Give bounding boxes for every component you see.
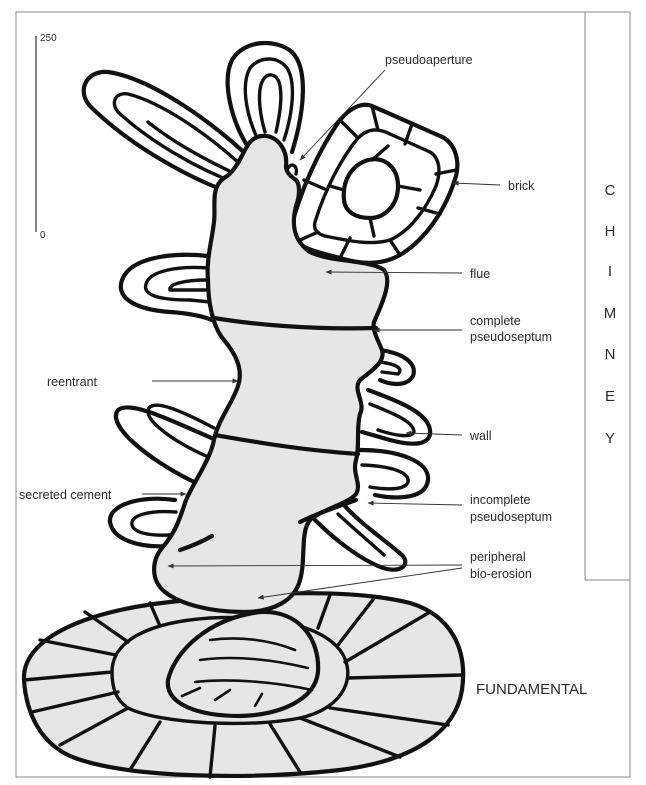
- label-pseudoaperture: pseudoaperture: [385, 53, 473, 67]
- chimney-label: C H I M N E Y: [604, 182, 617, 447]
- chimney-letter: I: [608, 263, 612, 280]
- arrow-incomplete-pseudoseptum: [368, 503, 462, 505]
- label-complete-line2: pseudoseptum: [470, 330, 552, 344]
- scale-bottom-label: 0: [40, 230, 46, 241]
- flue-tube: [154, 136, 387, 612]
- chimney-letter: C: [605, 182, 616, 199]
- label-peripheral-line1: peripheral: [470, 550, 526, 564]
- label-complete-line1: complete: [470, 314, 521, 328]
- chimney-letter: N: [605, 346, 616, 363]
- label-secreted-cement: secreted cement: [19, 488, 112, 502]
- label-peripheral-line2: bio-erosion: [470, 567, 532, 581]
- label-incomplete-line2: pseudoseptum: [470, 510, 552, 524]
- label-wall: wall: [469, 429, 492, 443]
- label-flue: flue: [470, 267, 490, 281]
- brick-block: [290, 105, 457, 263]
- scale-bar: 250 0: [36, 33, 57, 241]
- arrow-pseudoaperture: [300, 70, 385, 160]
- label-incomplete-line1: incomplete: [470, 493, 530, 507]
- label-reentrant: reentrant: [47, 375, 98, 389]
- chimney-letter: E: [605, 388, 615, 405]
- fundamental-base: [24, 593, 463, 777]
- label-fundamental: FUNDAMENTAL: [476, 681, 587, 698]
- chimney-letter: H: [605, 223, 616, 240]
- chimney-letter: Y: [605, 430, 615, 447]
- label-brick: brick: [508, 179, 535, 193]
- arrow-brick: [453, 183, 500, 185]
- chimney-letter: M: [604, 305, 617, 322]
- scale-top-label: 250: [40, 33, 57, 44]
